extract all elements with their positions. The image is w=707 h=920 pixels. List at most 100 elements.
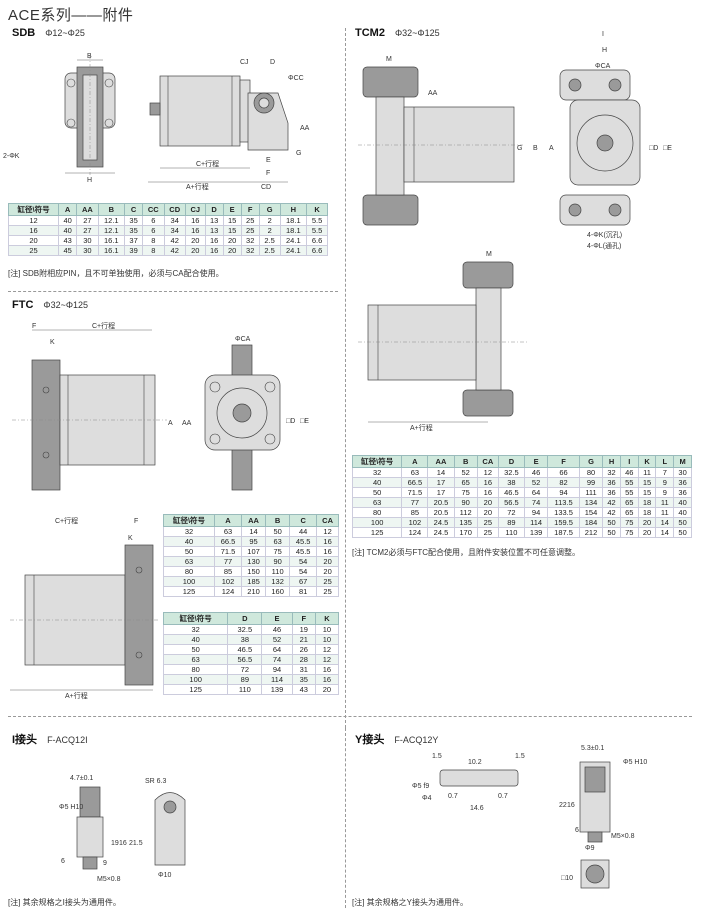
table-cell: 40 <box>58 215 78 226</box>
ijoint-dim-215: 21.5 <box>129 840 143 847</box>
table-cell: 132 <box>265 576 291 587</box>
table-cell: 20 <box>222 245 242 256</box>
table-cell: 2 <box>258 215 281 226</box>
table-cell: 112 <box>453 507 478 518</box>
table-cell: 94 <box>547 487 580 498</box>
table-cell: 154 <box>578 507 604 518</box>
table-cell: 52 <box>261 634 293 645</box>
table-cell: 82 <box>547 477 580 488</box>
yjoint-dim-phi5f9: Φ5 f9 <box>412 783 429 790</box>
sdb-dim-g: G <box>296 150 301 157</box>
table-cell: 18 <box>637 497 657 508</box>
table-cell: 36 <box>673 477 692 488</box>
yjoint-dim-07b: 0.7 <box>498 793 508 800</box>
table-cell: 63 <box>265 536 291 547</box>
yjoint-dim-15b: 1.5 <box>515 753 525 760</box>
table-cell: 133.5 <box>547 507 580 518</box>
table-cell: 95 <box>240 536 267 547</box>
tcm2-dim-aa: AA <box>428 90 438 97</box>
table-cell: 20 <box>637 517 657 528</box>
table-header-cell: 缸径\符号 <box>162 612 229 625</box>
table-cell: 18 <box>637 507 657 518</box>
ftc-dim-k-2: K <box>128 535 133 542</box>
table-cell: 139 <box>523 527 549 538</box>
table-cell: 50 <box>602 517 621 528</box>
table-cell: 44 <box>289 526 318 537</box>
table-cell: 139 <box>261 684 293 695</box>
table-header-cell: CJ <box>184 203 206 216</box>
table-cell: 50 <box>162 546 216 557</box>
table-cell: 12 <box>316 526 339 537</box>
table-cell: 12 <box>314 654 340 665</box>
table-cell: 40 <box>351 477 403 488</box>
table-cell: 40 <box>673 497 692 508</box>
yjoint-dim-15a: 1.5 <box>432 753 442 760</box>
table-cell: 94 <box>523 507 549 518</box>
table-cell: 124 <box>401 527 429 538</box>
tcm2-dim-m: M <box>386 56 392 63</box>
table-cell: 75 <box>619 527 639 538</box>
table-cell: 63 <box>162 654 229 665</box>
table-header-cell: CD <box>163 203 186 216</box>
table-cell: 65 <box>619 507 639 518</box>
table-cell: 34 <box>163 215 186 226</box>
yjoint-dim-53: 5.3±0.1 <box>581 745 604 752</box>
table-cell: 2.5 <box>258 235 281 246</box>
table-header-cell: H <box>279 203 308 216</box>
tcm2-range: Φ32~Φ125 <box>394 28 440 38</box>
table-cell: 20 <box>316 566 339 577</box>
table-cell: 27 <box>76 225 99 236</box>
ijoint-dim-9: 9 <box>103 860 107 867</box>
table-cell: 40 <box>58 225 78 236</box>
table-cell: 55 <box>619 477 639 488</box>
table-cell: 27 <box>76 215 99 226</box>
table-cell: 37 <box>124 235 144 246</box>
table-cell: 89 <box>497 517 525 528</box>
table-cell: 16 <box>184 215 206 226</box>
table-cell: 11 <box>655 507 675 518</box>
table-cell: 35 <box>124 215 144 226</box>
table-header-cell: M <box>673 455 692 468</box>
table-header-cell: F <box>547 455 580 468</box>
table-cell: 114 <box>523 517 549 528</box>
table-cell: 18.1 <box>279 215 308 226</box>
table-cell: 14 <box>655 527 675 538</box>
table-cell: 46 <box>619 467 639 478</box>
ijoint-title: I接头 <box>12 734 38 746</box>
tcm2-dim-astroke: A+行程 <box>410 423 433 432</box>
ftc-side-drawing: C+行程 F K <box>12 321 167 491</box>
table-cell: 75 <box>619 517 639 528</box>
table-cell: 54 <box>289 556 318 567</box>
table-cell: 16 <box>204 235 224 246</box>
yjoint-dim-16: 16 <box>567 802 575 809</box>
table-cell: 26 <box>291 644 316 655</box>
tcm2-front-drawing: I H ΦCA G B A □D □E 4-ΦK(沉孔) 4-ΦL(通孔) <box>517 31 672 250</box>
table-cell: 72 <box>497 507 525 518</box>
ijoint-dim-w: 4.7±0.1 <box>70 775 93 782</box>
table-cell: 32 <box>162 624 229 635</box>
sdb-dim-b: B <box>87 53 92 60</box>
table-cell: 10 <box>314 634 340 645</box>
tcm2-side-drawing: M AA <box>358 56 523 226</box>
table-header-cell: AA <box>427 455 455 468</box>
table-cell: 75 <box>453 487 478 498</box>
table-cell: 20 <box>637 527 657 538</box>
sdb-range: Φ12~Φ25 <box>45 28 85 38</box>
table-header-cell: K <box>306 203 328 216</box>
tcm2-dim-g: G <box>517 145 522 152</box>
table-cell: 56.5 <box>227 654 263 665</box>
